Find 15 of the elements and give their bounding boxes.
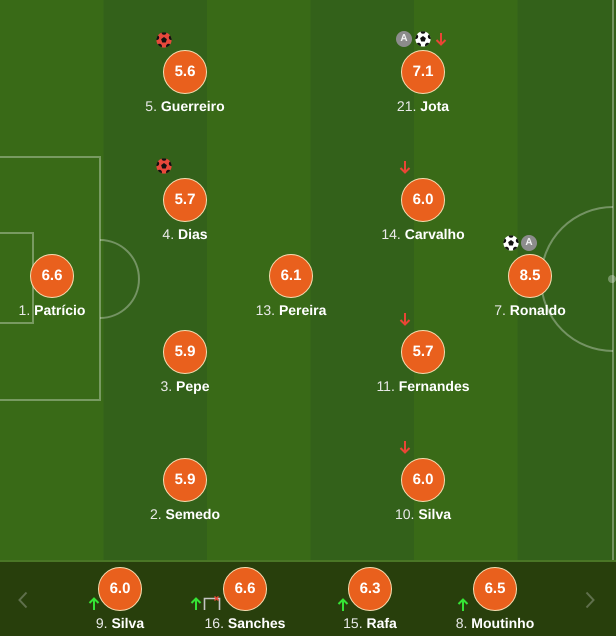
player-name: 7. Ronaldo [494,302,566,319]
player-name: 5. Guerreiro [145,98,225,115]
player-name: 1. Patrício [18,302,86,319]
player-name: 11. Fernandes [376,378,470,395]
player-name: 2. Semedo [150,506,220,523]
player-name: 3. Pepe [160,378,210,395]
player-name: 15. Rafa [343,615,397,632]
player-name: 8. Moutinho [456,615,534,632]
player-name: 21. Jota [396,98,450,115]
player-name: 13. Pereira [256,302,326,319]
player-name: 9. Silva [96,615,144,632]
player-name: 16. Sanches [204,615,286,632]
player-name: 4. Dias [162,226,208,243]
player-name: 14. Carvalho [381,226,465,243]
player-name: 10. Silva [394,506,452,523]
